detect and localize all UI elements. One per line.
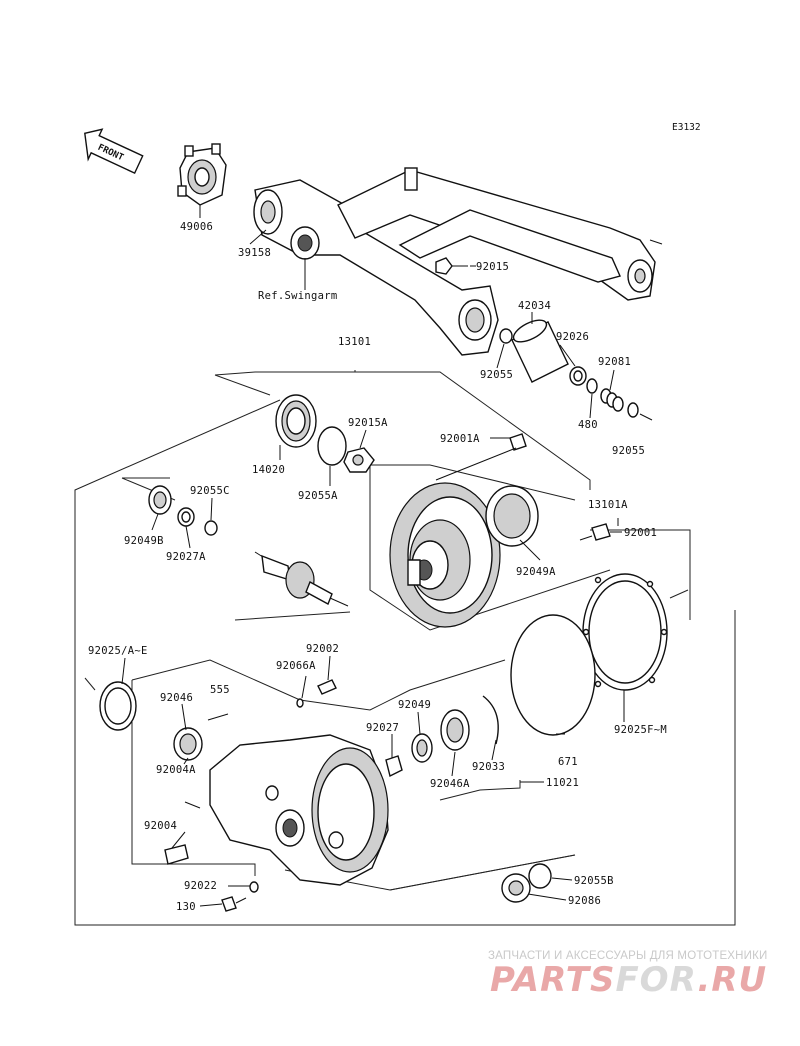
collar-92027A	[177, 507, 195, 527]
label-555: 555	[210, 684, 230, 696]
diagram-code: E3132	[672, 122, 701, 133]
hub-49006	[177, 143, 227, 218]
label-49006: 49006	[180, 221, 213, 233]
front-arrow-icon: FRONT	[84, 128, 144, 175]
bolt-130	[221, 896, 247, 912]
oring-92055B	[528, 863, 552, 889]
label-92025-A-E: 92025/A~E	[88, 645, 148, 657]
watermark-logo-part2: FOR	[615, 960, 698, 1000]
oring-92055A	[317, 426, 347, 466]
watermark-logo-part3: .RU	[697, 960, 768, 1000]
label-480: 480	[578, 419, 598, 431]
bolt-92015	[435, 257, 468, 275]
label-92015A: 92015A	[348, 417, 388, 429]
swingarm	[253, 167, 663, 356]
label-92055-upper: 92055	[480, 369, 513, 381]
ring-480	[586, 378, 598, 394]
bolt-92001A	[435, 433, 527, 481]
pin-555	[207, 713, 229, 721]
label-92004: 92004	[144, 820, 177, 832]
seal-92049	[411, 733, 433, 763]
label-42034: 42034	[518, 300, 551, 312]
stud-92004	[164, 801, 201, 865]
label-92022: 92022	[184, 880, 217, 892]
watermark-logo-part1: PARTS	[490, 960, 616, 1000]
label-13101A: 13101A	[588, 499, 628, 511]
label-92002: 92002	[306, 643, 339, 655]
gear-case-11021	[209, 734, 389, 886]
oring-92055C	[204, 520, 218, 536]
watermark-tagline: ЗАПЧАСТИ И АКСЕССУАРЫ ДЛЯ МОТОТЕХНИКИ	[488, 950, 768, 962]
label-ref-swingarm: Ref.Swingarm	[258, 290, 337, 302]
label-92049: 92049	[398, 699, 431, 711]
circlip-92033	[482, 695, 499, 745]
ring-gear-13101A	[389, 482, 501, 628]
label-92055C: 92055C	[190, 485, 230, 497]
sleeve-42034	[511, 312, 569, 383]
pinion-gear	[254, 551, 349, 607]
label-92086: 92086	[568, 895, 601, 907]
gasket-92025F	[582, 573, 668, 691]
nut-92015A	[343, 447, 375, 473]
washer-92022	[249, 881, 259, 893]
label-11021: 11021	[546, 777, 579, 789]
label-92066A: 92066A	[276, 660, 316, 672]
bearing-92046	[173, 727, 203, 761]
label-92046: 92046	[160, 692, 193, 704]
seal-92049B	[148, 485, 172, 515]
plug-92086	[501, 873, 531, 903]
label-92055-right: 92055	[612, 445, 645, 457]
assembly-frame	[74, 370, 736, 926]
label-92026: 92026	[556, 331, 589, 343]
bolt-92001	[579, 523, 622, 541]
label-92027A: 92027A	[166, 551, 206, 563]
washer-92066A	[296, 698, 304, 708]
label-130: 130	[176, 901, 196, 913]
label-92015: 92015	[476, 261, 509, 273]
label-92025-F-M: 92025F~M	[614, 724, 667, 736]
label-13101: 13101	[338, 336, 371, 348]
label-92046A: 92046A	[430, 778, 470, 790]
label-92001: 92001	[624, 527, 657, 539]
watermark-logo: PARTSFOR.RU	[490, 960, 767, 1000]
label-39158: 39158	[238, 247, 271, 259]
label-92049B: 92049B	[124, 535, 164, 547]
label-92027: 92027	[366, 722, 399, 734]
oring-92055-right	[627, 402, 639, 418]
oring-671	[510, 614, 596, 736]
stud-92002	[317, 679, 337, 695]
label-92004A: 92004A	[156, 764, 196, 776]
label-14020: 14020	[252, 464, 285, 476]
spring-92081	[600, 388, 624, 412]
label-92001A: 92001A	[440, 433, 480, 445]
shim-92025-left	[99, 681, 137, 731]
bearing-92046A	[440, 709, 470, 751]
label-92055B: 92055B	[574, 875, 614, 887]
label-92055A: 92055A	[298, 490, 338, 502]
label-92033: 92033	[472, 761, 505, 773]
label-92049A: 92049A	[516, 566, 556, 578]
bearing-14020	[275, 394, 317, 460]
oring-92055-upper	[499, 328, 513, 344]
label-92081: 92081	[598, 356, 631, 368]
collar-92027	[385, 755, 403, 778]
seal-92049A	[485, 485, 539, 547]
label-671: 671	[558, 756, 578, 768]
part-labels: 49006 39158 Ref.Swingarm 92015 42034 920…	[88, 221, 667, 913]
leader-lines	[121, 229, 625, 907]
collar-92026	[569, 366, 587, 386]
